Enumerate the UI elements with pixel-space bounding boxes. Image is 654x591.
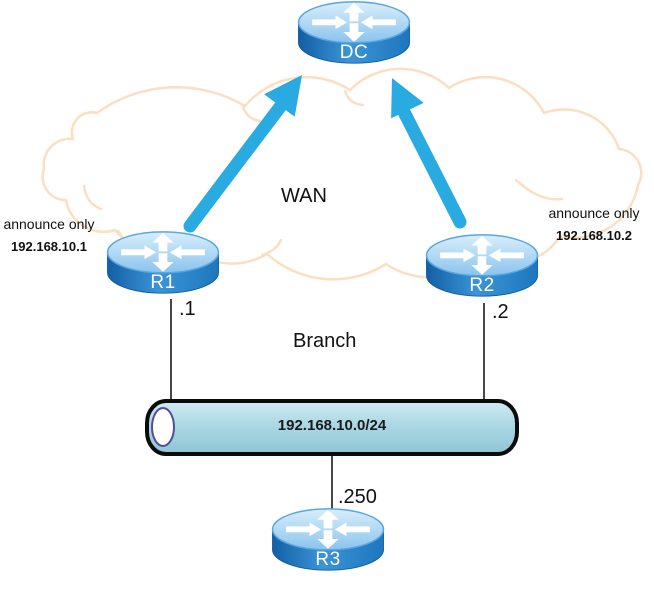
router-r3: R3 xyxy=(267,505,389,577)
r2-ip-address: 192.168.10.2 xyxy=(556,228,632,243)
router-r1: R1 xyxy=(102,228,224,300)
interface-label-r1: .1 xyxy=(179,298,196,320)
bgp-announce-arrow-r1 xyxy=(183,75,302,233)
interface-label-r3: .250 xyxy=(338,486,377,508)
r2-announce-text: announce only xyxy=(548,205,640,221)
r1-announce-text: announce only xyxy=(3,216,95,232)
lan-segment-pipe xyxy=(145,399,519,456)
wan-label: WAN xyxy=(281,185,327,207)
r1-ip-address: 192.168.10.1 xyxy=(11,239,87,254)
r2-annotation: announce only 192.168.10.2 xyxy=(544,205,644,243)
subnet-label: 192.168.10.0/24 xyxy=(277,417,387,434)
interface-label-r2: .2 xyxy=(492,301,509,323)
bgp-announce-arrow-r2 xyxy=(391,78,467,229)
pipe-opening xyxy=(151,407,175,447)
router-dc: DC xyxy=(293,0,415,70)
router-label: R1 xyxy=(150,272,176,293)
router-r2: R2 xyxy=(421,231,543,303)
router-label: R3 xyxy=(315,549,341,570)
branch-label: Branch xyxy=(293,330,357,352)
router-label: DC xyxy=(339,42,369,63)
router-label: R2 xyxy=(469,275,495,296)
r1-annotation: announce only 192.168.10.1 xyxy=(1,216,97,254)
cloud-inner-arcs xyxy=(82,89,564,257)
